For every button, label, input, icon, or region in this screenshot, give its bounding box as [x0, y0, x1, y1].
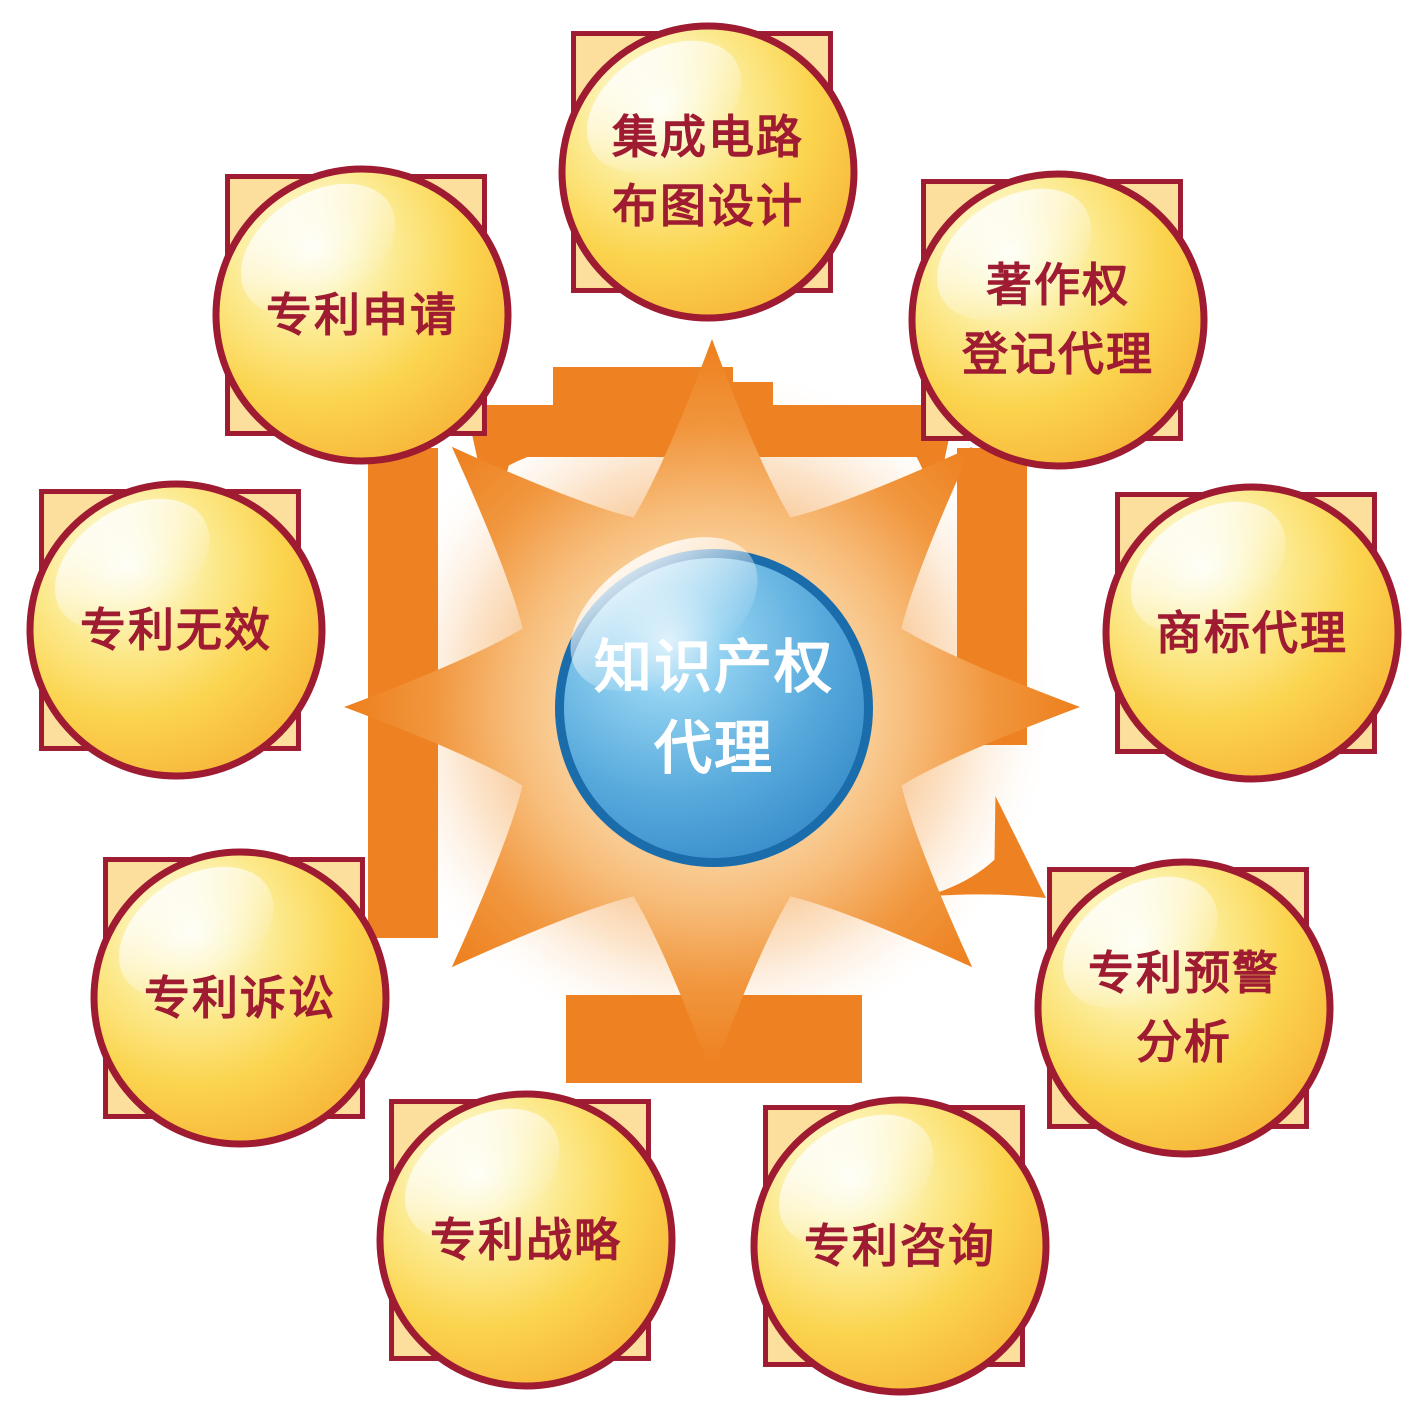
node-gloss-patent-consulting	[779, 1114, 934, 1246]
node-gloss-patent-application	[241, 183, 396, 315]
node-gloss-patent-invalidation	[55, 498, 210, 630]
node-circles	[26, 22, 1402, 1396]
node-gloss-trademark-agency	[1131, 501, 1286, 633]
node-gloss-patent-litigation	[119, 866, 274, 998]
node-gloss-patent-strategy	[405, 1108, 560, 1240]
node-gloss-copyright-registration	[937, 188, 1092, 320]
center-circle-gloss	[570, 537, 758, 691]
node-gloss-ic-layout-design	[587, 40, 742, 172]
center-sphere	[555, 537, 873, 867]
node-gloss-patent-warning-analysis	[1063, 876, 1218, 1008]
arrow-head-southeast	[922, 795, 1046, 898]
